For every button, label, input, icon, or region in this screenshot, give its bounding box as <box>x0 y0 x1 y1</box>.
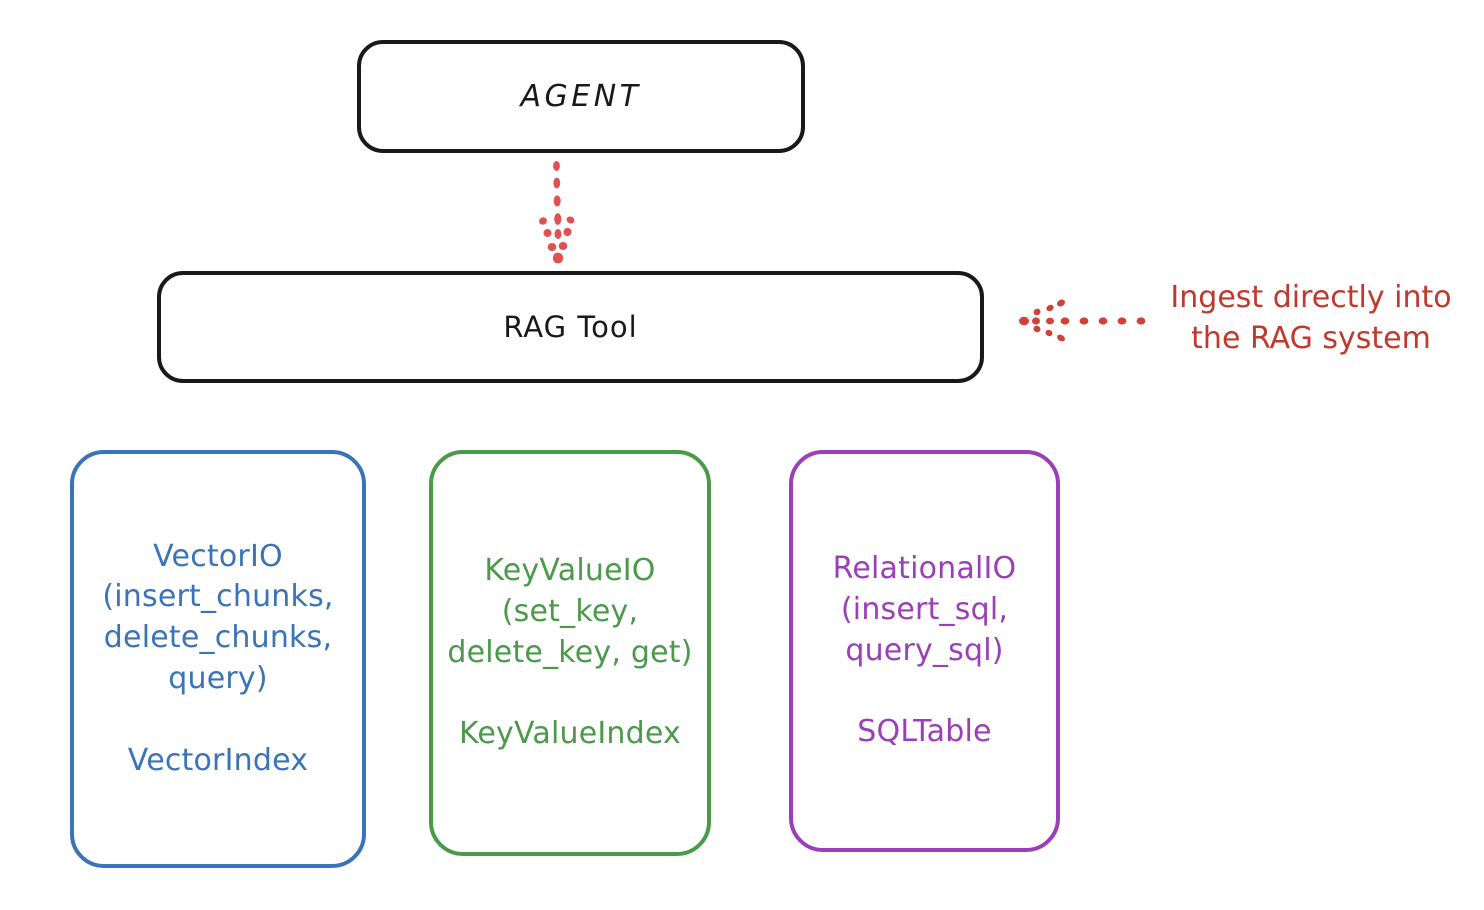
node-rag-tool-label: RAG Tool <box>503 309 638 344</box>
node-key-value-io[interactable]: KeyValueIO (set_key, delete_key, get) Ke… <box>429 450 711 856</box>
annotation-ingest-note: Ingest directly into the RAG system <box>1170 280 1452 356</box>
node-relational-io[interactable]: RelationalIO (insert_sql, query_sql) SQL… <box>789 450 1060 852</box>
node-rag-tool[interactable]: RAG Tool <box>157 271 984 383</box>
node-agent-label: AGENT <box>520 78 642 114</box>
node-key-value-io-label: KeyValueIO (set_key, delete_key, get) Ke… <box>447 553 693 752</box>
edge-agent-to-rag-tool-icon <box>539 161 575 264</box>
node-vector-io[interactable]: VectorIO (insert_chunks, delete_chunks, … <box>70 450 366 868</box>
node-vector-io-label: VectorIO (insert_chunks, delete_chunks, … <box>102 538 334 778</box>
node-agent[interactable]: AGENT <box>357 40 805 153</box>
node-relational-io-label: RelationalIO (insert_sql, query_sql) SQL… <box>832 551 1017 750</box>
edge-ingest-note-to-rag-tool-icon <box>1019 299 1146 342</box>
